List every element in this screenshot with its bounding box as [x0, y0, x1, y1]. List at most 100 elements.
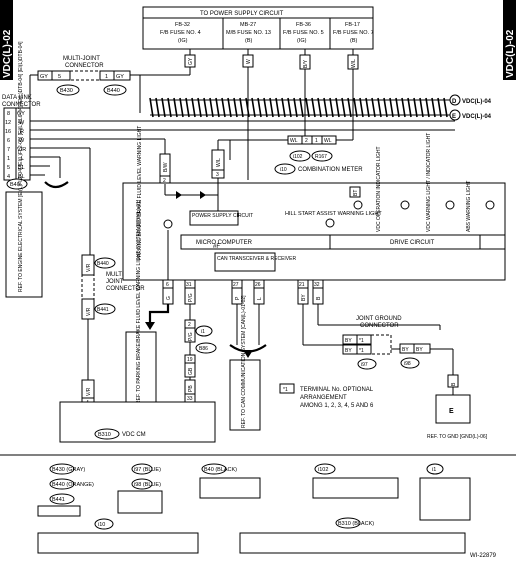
- svg-text:1: 1: [105, 74, 108, 80]
- ground-box: [435, 394, 471, 424]
- psc-box: [189, 210, 239, 226]
- right-tab: [503, 0, 516, 80]
- fuse-2: MB-27 M/B FUSE NO. 13 (B): [226, 22, 271, 44]
- svg-text:FB-36: FB-36: [296, 22, 311, 28]
- fuse-3: FB-36 F/B FUSE NO. 5 (IG): [283, 22, 324, 44]
- svg-text:MICRO COMPUTER: MICRO COMPUTER: [196, 240, 253, 246]
- svg-text:4: 4: [7, 174, 10, 180]
- svg-text:5: 5: [58, 74, 61, 80]
- svg-text:2: 2: [163, 178, 166, 184]
- svg-text:ARRANGEMENT: ARRANGEMENT: [300, 395, 347, 401]
- svg-text:W/L: W/L: [216, 158, 222, 167]
- svg-text:19: 19: [187, 357, 193, 363]
- mj-left-label3: CONNECTOR: [106, 286, 145, 292]
- vdc-op-label: VDC OPERATION INDICATOR LIGHT: [376, 146, 382, 232]
- right-tab-label: VDC(L)-02: [505, 29, 516, 78]
- svg-text:AMONG 1, 2, 3, 4, 5 AND 6: AMONG 1, 2, 3, 4, 5 AND 6: [300, 403, 374, 409]
- mj-top-label1: MULTI-JOINT: [63, 56, 100, 62]
- svg-text:33: 33: [187, 396, 193, 402]
- svg-text:i98 (BLUE): i98 (BLUE): [134, 482, 161, 488]
- abs-warn-label: ABS WARNING LIGHT: [466, 181, 472, 233]
- vdc-cm-label: VDC CM: [122, 432, 146, 438]
- svg-text:BY: BY: [301, 294, 307, 301]
- svg-text:(B): (B): [350, 38, 358, 44]
- svg-text:i10: i10: [98, 522, 105, 528]
- dlc-label2: CONNECTOR: [2, 102, 41, 108]
- svg-text:2: 2: [188, 322, 191, 328]
- svg-text:L: L: [21, 156, 24, 162]
- svg-text:26: 26: [255, 282, 261, 288]
- svg-text:16: 16: [5, 129, 11, 135]
- svg-text:i1: i1: [201, 329, 205, 335]
- svg-text:V/R: V/R: [86, 387, 92, 396]
- svg-text:B440: B440: [97, 261, 109, 267]
- svg-text:WL: WL: [290, 138, 298, 144]
- svg-text:TERMINAL No. OPTIONAL: TERMINAL No. OPTIONAL: [300, 387, 374, 393]
- svg-text:B310 (BLACK): B310 (BLACK): [338, 521, 374, 527]
- combo-conn: i10: [280, 167, 287, 173]
- mj-left-label2: JOINT: [106, 279, 124, 285]
- svg-text:i102: i102: [318, 467, 328, 473]
- svg-text:#F: #F: [213, 244, 220, 250]
- svg-text:1: 1: [315, 138, 318, 144]
- svg-text:B430: B430: [60, 88, 73, 94]
- svg-text:GY: GY: [116, 74, 124, 80]
- svg-text:POWER SUPPLY CIRCUIT: POWER SUPPLY CIRCUIT: [192, 213, 253, 219]
- svg-text:B440: B440: [107, 88, 120, 94]
- note-mark: *1: [283, 387, 288, 393]
- svg-text:BT: BT: [353, 190, 359, 196]
- ground-letter: E: [449, 408, 454, 415]
- svg-text:V/R: V/R: [86, 263, 92, 272]
- svg-text:(IG): (IG): [297, 38, 307, 44]
- svg-text:CAN TRANSCEIVER & RECEIVER: CAN TRANSCEIVER & RECEIVER: [217, 256, 296, 262]
- power-supply-title: TO POWER SUPPLY CIRCUIT: [200, 11, 284, 17]
- svg-text:GY: GY: [40, 74, 48, 80]
- svg-text:R167: R167: [315, 154, 327, 160]
- svg-text:R: R: [20, 129, 24, 135]
- drive-circuit-box: [329, 234, 481, 250]
- svg-text:31: 31: [186, 282, 192, 288]
- svg-text:*1: *1: [359, 338, 364, 344]
- svg-text:FB-17: FB-17: [345, 22, 360, 28]
- svg-text:6: 6: [166, 282, 169, 288]
- svg-text:W: W: [246, 59, 252, 64]
- svg-text:BL: BL: [18, 165, 25, 171]
- combo-label: COMBINATION METER: [298, 167, 363, 173]
- power-supply-box: [142, 6, 374, 50]
- mj-left-label1: MULTI: [106, 272, 124, 278]
- bus-e-text: VDC(L)-04: [462, 114, 492, 120]
- svg-text:1: 1: [7, 156, 10, 162]
- svg-text:PB: PB: [188, 385, 194, 392]
- ref-engine: REF. TO ENGINE ELECTRICAL SYSTEM [EI(L)F…: [18, 41, 24, 292]
- svg-text:CONNECTOR: CONNECTOR: [360, 323, 399, 329]
- svg-text:8: 8: [7, 111, 10, 117]
- conn-b440-tag: [103, 84, 127, 96]
- svg-text:(B): (B): [245, 38, 253, 44]
- svg-text:B86: B86: [199, 346, 208, 352]
- ground-ref-1: REF. TO GND [GND(L)-06]: [427, 434, 488, 440]
- can-transceiver-box: [214, 252, 276, 272]
- svg-text:GY: GY: [17, 111, 25, 117]
- svg-text:i98: i98: [404, 361, 411, 367]
- svg-text:B40 (BLACK): B40 (BLACK): [204, 467, 237, 473]
- svg-text:(IG): (IG): [178, 38, 188, 44]
- svg-text:BY: BY: [402, 347, 409, 353]
- svg-text:JOINT GROUND: JOINT GROUND: [356, 316, 402, 322]
- svg-text:B441: B441: [97, 307, 109, 313]
- meter-bottom-pins: 6 31 27 26 21 32 G P/G P L BY B: [162, 279, 324, 305]
- fuse-4: FB-17 F/B FUSE NO. 7 (B): [333, 22, 374, 44]
- vdc-warn-label: VDC WARNING LIGHT / INDICATOR LIGHT: [426, 133, 432, 232]
- mj-top-label2: CONNECTOR: [65, 63, 104, 69]
- svg-text:B/W: B/W: [163, 162, 169, 172]
- svg-text:FB-32: FB-32: [175, 22, 190, 28]
- can-bus-twist: [149, 97, 450, 118]
- svg-text:G: G: [166, 296, 172, 300]
- bus-d-circle: D: [452, 99, 457, 105]
- svg-text:W: W: [19, 138, 25, 144]
- svg-text:GB: GB: [188, 367, 194, 375]
- svg-text:F/B FUSE NO. 4: F/B FUSE NO. 4: [160, 30, 201, 36]
- svg-text:B: B: [316, 296, 322, 300]
- dlc-label1: DATA LINK: [2, 95, 32, 101]
